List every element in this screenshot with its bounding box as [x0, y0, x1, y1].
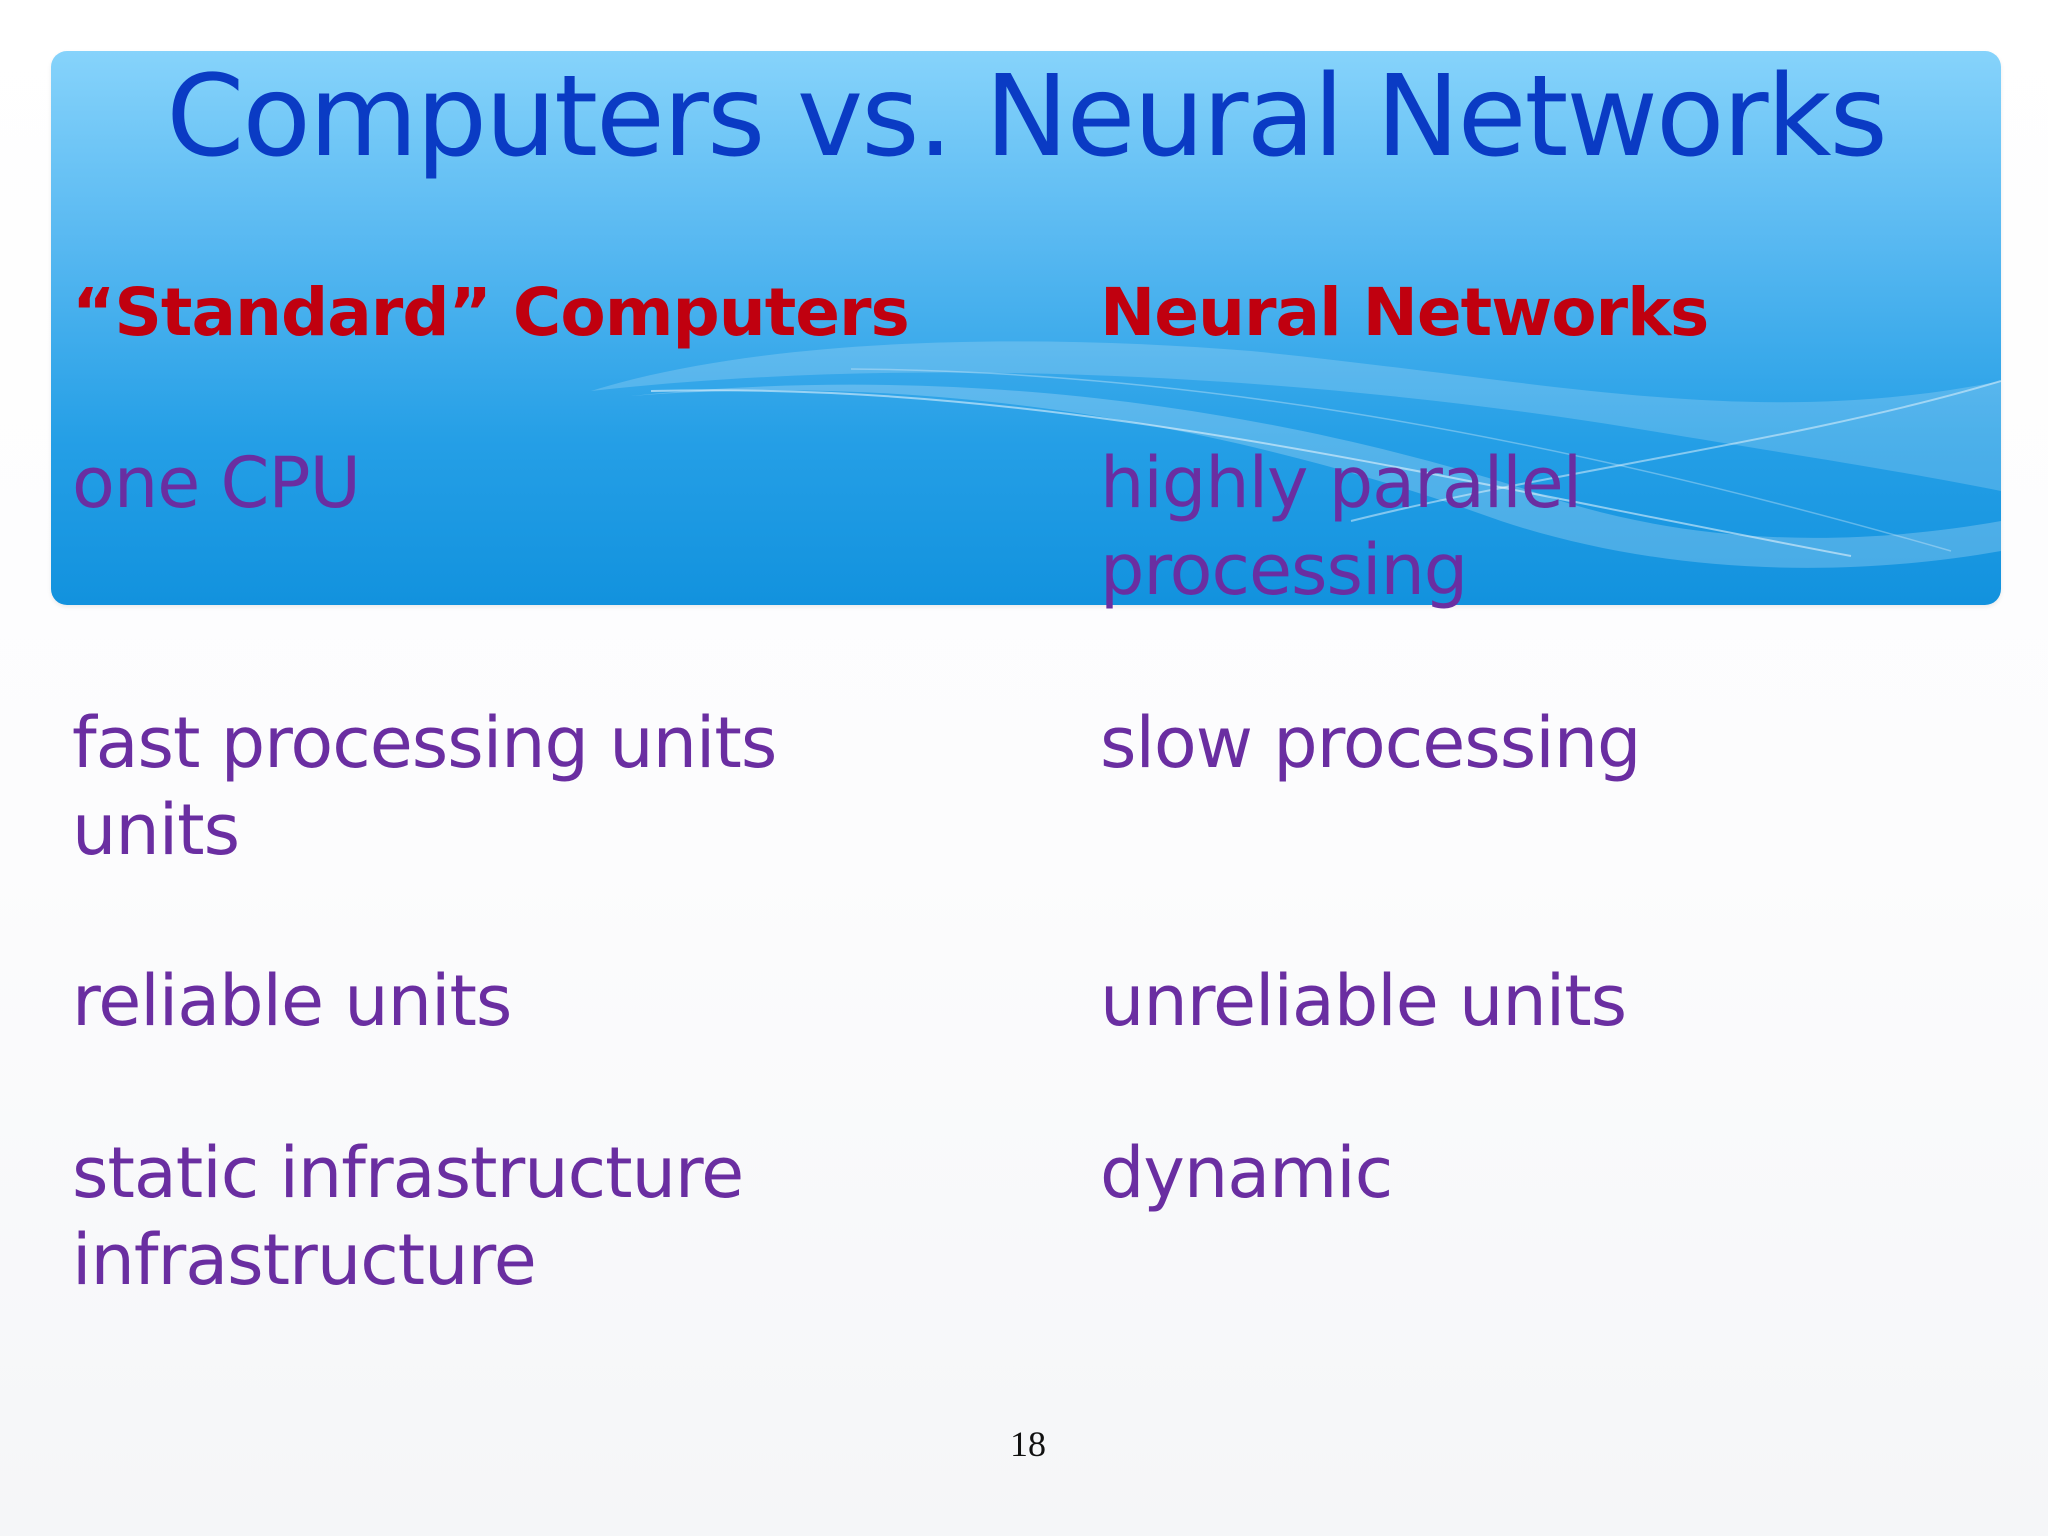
- right-item-slow-processing: slow processing: [1100, 700, 1641, 787]
- right-item-1-line-1: highly parallel: [1100, 442, 1582, 524]
- right-item-dynamic: dynamic: [1100, 1130, 1393, 1217]
- title-banner: [51, 51, 2001, 605]
- left-item-4-line-2: infrastructure: [72, 1219, 537, 1301]
- left-column-header: “Standard” Computers: [72, 274, 910, 351]
- left-item-static-infrastructure: static infrastructure infrastructure: [72, 1130, 744, 1304]
- left-item-2-line-2: units: [72, 789, 240, 871]
- right-item-unreliable-units: unreliable units: [1100, 958, 1627, 1045]
- left-item-1-line-1: one CPU: [72, 442, 361, 524]
- left-item-3-line-1: reliable units: [72, 960, 512, 1042]
- right-column-header: Neural Networks: [1100, 274, 1709, 351]
- right-item-1-line-2: processing: [1100, 529, 1468, 611]
- banner-wave-decoration: [591, 341, 2001, 568]
- right-item-highly-parallel: highly parallel processing: [1100, 440, 1582, 614]
- left-item-4-line-1: static infrastructure: [72, 1132, 744, 1214]
- right-item-3-line-1: unreliable units: [1100, 960, 1627, 1042]
- right-item-4-line-1: dynamic: [1100, 1132, 1393, 1214]
- left-item-2-line-1: fast processing units: [72, 702, 777, 784]
- slide-title: Computers vs. Neural Networks: [166, 52, 1888, 182]
- right-item-2-line-1: slow processing: [1100, 702, 1641, 784]
- page-number: 18: [1010, 1424, 1046, 1464]
- left-item-fast-processing: fast processing units units: [72, 700, 777, 874]
- left-item-reliable-units: reliable units: [72, 958, 512, 1045]
- left-item-one-cpu: one CPU: [72, 440, 361, 527]
